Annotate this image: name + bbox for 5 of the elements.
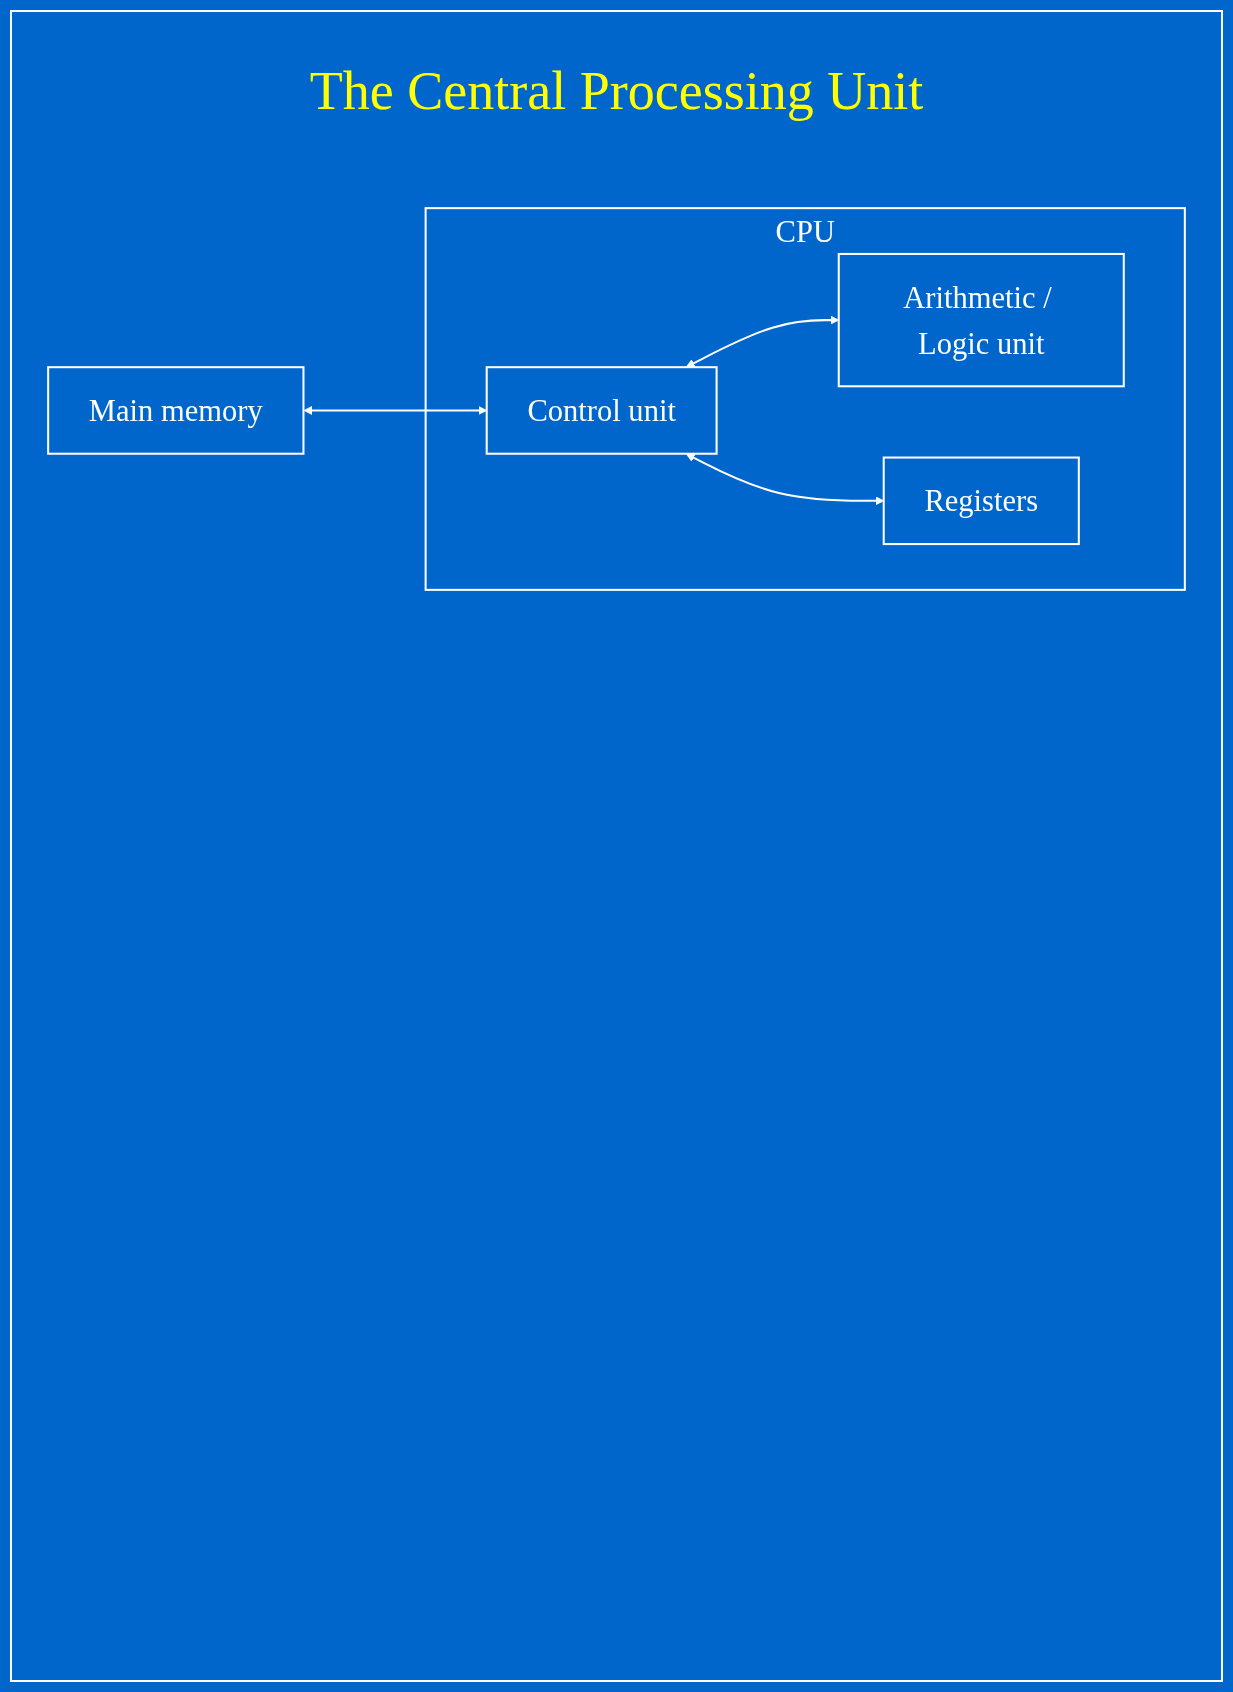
node-box: Arithmetic / Logic unit	[837, 252, 1125, 388]
node-box: Registers	[882, 456, 1080, 546]
node-box: Control unit	[485, 366, 718, 455]
title: The Central Processing Unit	[308, 60, 925, 122]
node-box: Main memory	[47, 366, 305, 455]
